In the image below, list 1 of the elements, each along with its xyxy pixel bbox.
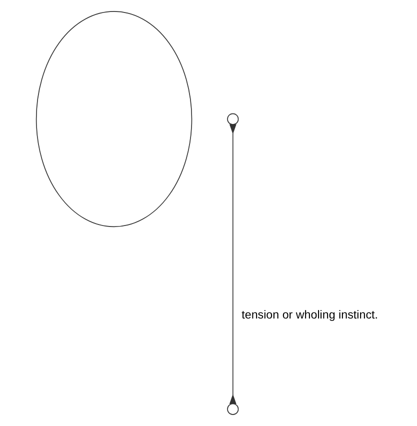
edge-label: tension or wholing instinct. [241,308,378,322]
